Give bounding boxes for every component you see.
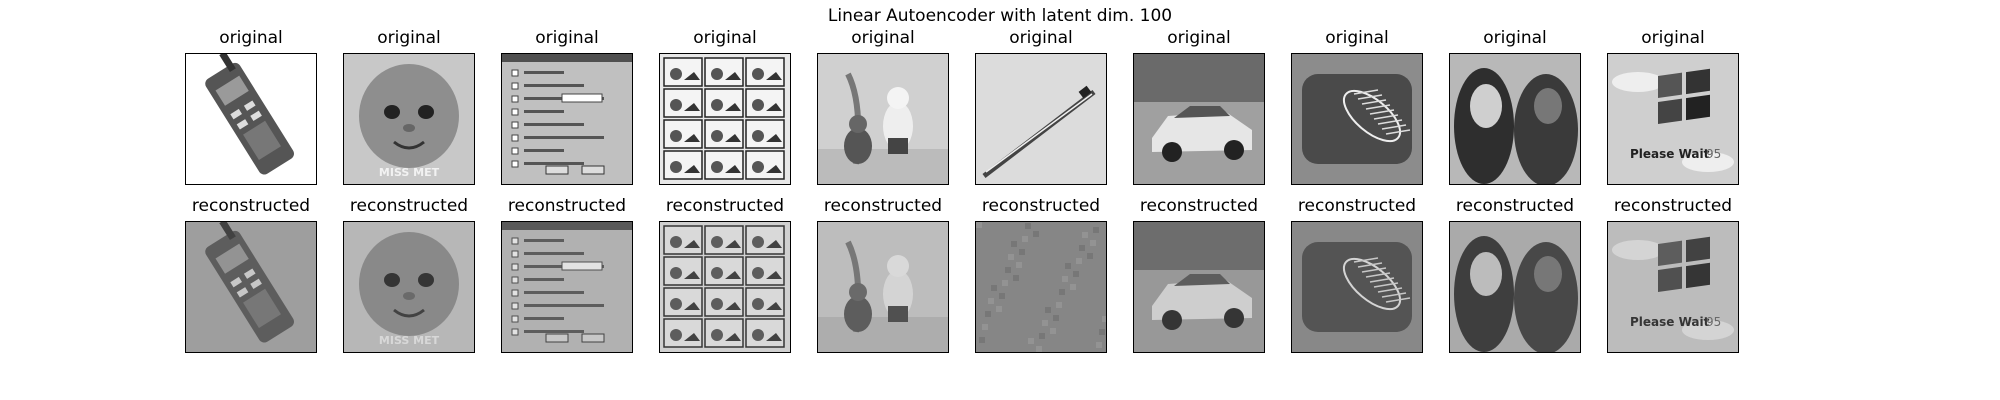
- panel-caption: MISS MET: [379, 166, 440, 179]
- panel-title-original: original: [219, 28, 283, 48]
- panel-caption-suffix: 95: [1706, 315, 1721, 329]
- original-image-baby-face: MISS MET: [343, 53, 475, 185]
- panel-title-original: original: [1167, 28, 1231, 48]
- reconstructed-image-fish-skeleton: [1291, 221, 1423, 353]
- original-image-comic-strip: [659, 53, 791, 185]
- pen-on-paper-picture: [976, 222, 1106, 352]
- mobile-phone-picture: [186, 222, 316, 352]
- panel-title-original: original: [1009, 28, 1073, 48]
- original-image-software-dialog: [501, 53, 633, 185]
- woman-and-dog-picture: [1450, 222, 1580, 352]
- panel-title-reconstructed: reconstructed: [823, 196, 943, 216]
- kittens-fighting-picture: [818, 222, 948, 352]
- sports-car-picture: [1134, 54, 1264, 184]
- reconstructed-image-kittens-fighting: [817, 221, 949, 353]
- panel-title-reconstructed: reconstructed: [1297, 196, 1417, 216]
- panel-caption: Please Wait: [1630, 315, 1710, 329]
- figure-title: Linear Autoencoder with latent dim. 100: [827, 6, 1173, 26]
- reconstructed-image-baby-face: MISS MET: [343, 221, 475, 353]
- pen-on-paper-picture: [976, 54, 1106, 184]
- panel-title-reconstructed: reconstructed: [981, 196, 1101, 216]
- panel-title-reconstructed: reconstructed: [191, 196, 311, 216]
- original-image-sports-car: [1133, 53, 1265, 185]
- panel-title-original: original: [1483, 28, 1547, 48]
- panel-title-reconstructed: reconstructed: [349, 196, 469, 216]
- software-dialog-picture: [502, 54, 632, 184]
- mobile-phone-picture: [186, 54, 316, 184]
- reconstructed-image-pen-on-paper: [975, 221, 1107, 353]
- reconstructed-image-comic-strip: [659, 221, 791, 353]
- panel-title-original: original: [377, 28, 441, 48]
- panel-title-original: original: [693, 28, 757, 48]
- reconstructed-image-sports-car: [1133, 221, 1265, 353]
- baby-face-picture: MISS MET: [344, 54, 474, 184]
- software-dialog-picture: [502, 222, 632, 352]
- panel-title-reconstructed: reconstructed: [1139, 196, 1259, 216]
- fish-skeleton-picture: [1292, 54, 1422, 184]
- fish-skeleton-picture: [1292, 222, 1422, 352]
- reconstructed-image-woman-and-dog: [1449, 221, 1581, 353]
- original-image-mobile-phone: [185, 53, 317, 185]
- panel-title-original: original: [1325, 28, 1389, 48]
- panel-title-original: original: [535, 28, 599, 48]
- panel-title-original: original: [1641, 28, 1705, 48]
- original-image-pen-on-paper: [975, 53, 1107, 185]
- panel-title-reconstructed: reconstructed: [665, 196, 785, 216]
- sports-car-picture: [1134, 222, 1264, 352]
- comic-strip-picture: [660, 54, 790, 184]
- kittens-fighting-picture: [818, 54, 948, 184]
- panel-caption-suffix: 95: [1706, 147, 1721, 161]
- panel-title-reconstructed: reconstructed: [507, 196, 627, 216]
- panel-caption: MISS MET: [379, 334, 440, 347]
- woman-and-dog-picture: [1450, 54, 1580, 184]
- original-image-fish-skeleton: [1291, 53, 1423, 185]
- baby-face-picture: MISS MET: [344, 222, 474, 352]
- comic-strip-picture: [660, 222, 790, 352]
- reconstructed-image-software-dialog: [501, 221, 633, 353]
- panel-title-reconstructed: reconstructed: [1455, 196, 1575, 216]
- reconstructed-image-mobile-phone: [185, 221, 317, 353]
- original-image-kittens-fighting: [817, 53, 949, 185]
- panel-caption: Please Wait: [1630, 147, 1710, 161]
- panel-title-reconstructed: reconstructed: [1613, 196, 1733, 216]
- panel-title-original: original: [851, 28, 915, 48]
- original-image-woman-and-dog: [1449, 53, 1581, 185]
